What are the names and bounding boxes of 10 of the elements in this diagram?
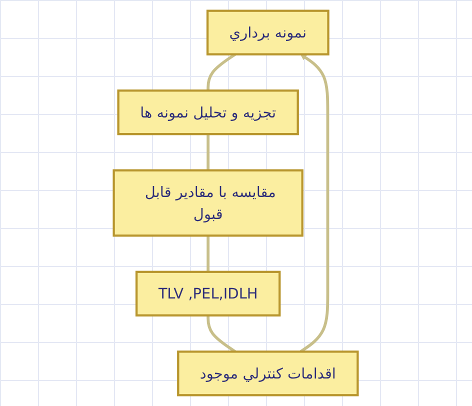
node-box: مقايسه با مقادير قابل قبول [112,169,304,237]
connector [206,315,236,353]
connector [206,134,210,170]
node-box: اقدامات كنترلي موجود [177,350,360,396]
node-box: تجزيه و تحليل نمونه ها [117,90,300,136]
node-box: TLV ,PEL,IDLH [136,270,281,316]
arrow [300,54,330,353]
node-box: نمونه برداري [206,10,330,56]
connector [206,236,210,272]
connector [206,53,236,91]
